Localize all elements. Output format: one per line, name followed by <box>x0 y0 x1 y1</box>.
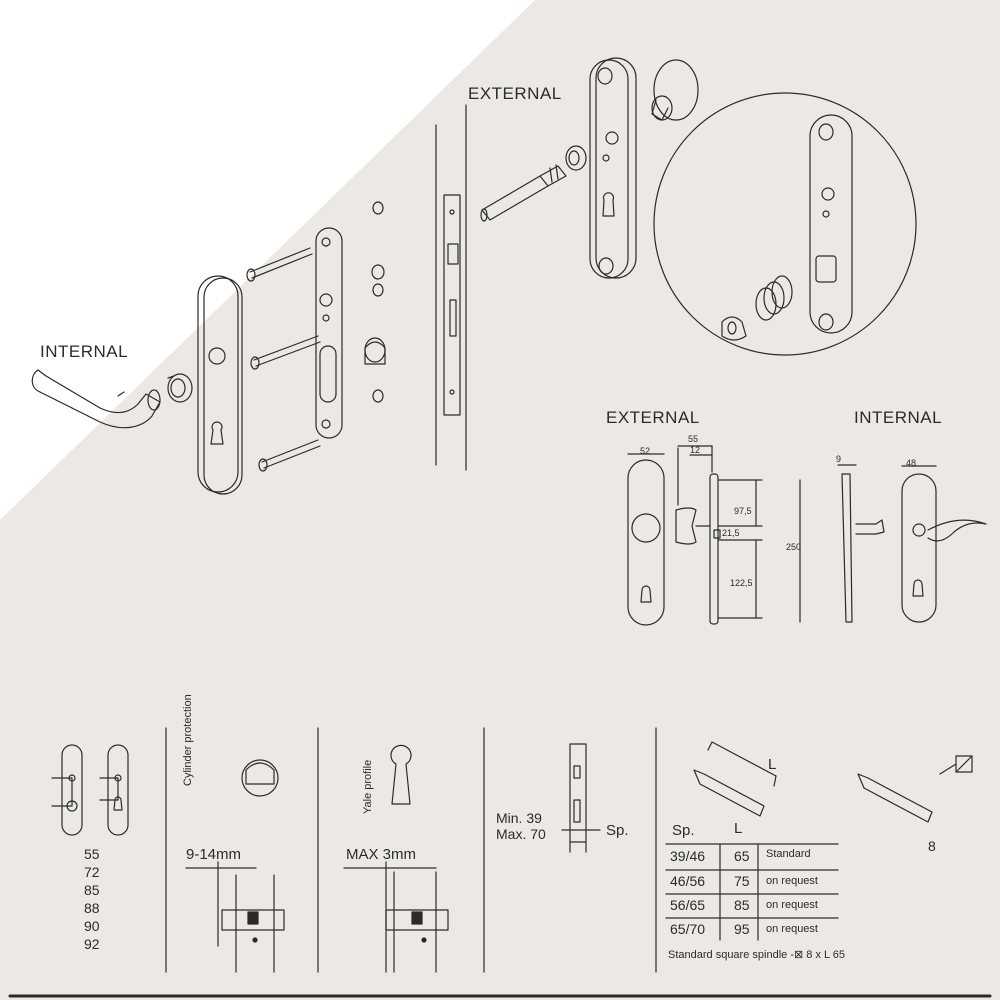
panel-dividers <box>8 727 992 998</box>
square-spindle-icon: -⊠ <box>790 949 804 961</box>
exploded-external-label: EXTERNAL <box>468 84 562 103</box>
spindle-l-label: L <box>768 756 777 773</box>
detail-circle <box>653 92 917 356</box>
door-min-label: Min. 39 <box>496 810 542 826</box>
backset-value: 85 <box>84 882 100 898</box>
table-cell-sp: 39/46 <box>670 848 706 864</box>
dim-plate-width-int: 48 <box>906 458 917 468</box>
backset-value: 88 <box>84 900 100 916</box>
dim-plate-depth: 12 <box>690 445 701 455</box>
yale-profile-label: Yale profile <box>362 759 374 814</box>
mortise-lock <box>435 104 467 471</box>
backset-plates <box>51 744 129 836</box>
int-plate-side <box>837 464 885 623</box>
dim-internal-label: INTERNAL <box>854 408 943 427</box>
table-cell-note: on request <box>766 875 818 887</box>
spindle-table-lines <box>665 843 839 941</box>
exploded-internal-label: INTERNAL <box>40 342 129 361</box>
dim-external-label: EXTERNAL <box>606 408 700 427</box>
backset-value: 72 <box>84 864 100 880</box>
counter-plate <box>315 227 343 439</box>
table-cell-sp: 56/65 <box>670 897 706 913</box>
yale-profile <box>343 744 449 973</box>
white-corner <box>0 0 535 520</box>
backset-value: 90 <box>84 918 100 934</box>
spindle-drawing <box>693 741 973 823</box>
door-sp-label: Sp. <box>606 822 629 839</box>
dim-rose-offset: 21,5 <box>722 528 740 538</box>
table-cell-l: 65 <box>734 848 750 864</box>
table-cell-l: 85 <box>734 897 750 913</box>
cylinder-rose <box>364 337 386 365</box>
spindle-square-size: 8 <box>928 838 936 854</box>
backset-value: 55 <box>84 846 100 862</box>
spindle-footer: Standard square spindle -⊠ 8 x L 65 <box>668 948 845 961</box>
backset-value: 92 <box>84 936 100 952</box>
door-max-label: Max. 70 <box>496 826 546 842</box>
table-header-sp: Sp. <box>672 822 695 839</box>
table-cell-l: 75 <box>734 873 750 889</box>
yale-max-label: MAX 3mm <box>346 846 417 863</box>
table-cell-l: 95 <box>734 921 750 937</box>
table-cell-sp: 65/70 <box>670 921 706 937</box>
knob-side <box>675 445 713 545</box>
knob-rose <box>565 145 587 171</box>
bushing <box>167 373 193 403</box>
door-holes <box>371 201 385 403</box>
cylinder-protection-label: Cylinder protection <box>182 694 194 786</box>
external-backplate <box>589 57 637 279</box>
cylinder-protection <box>185 759 285 973</box>
screws <box>246 247 321 472</box>
dim-knob-projection: 55 <box>688 434 699 444</box>
int-plate-front <box>901 465 987 623</box>
dim-plate-thickness: 9 <box>836 454 842 464</box>
table-cell-note: on request <box>766 923 818 935</box>
spindle-footer-label: Standard square spindle <box>668 949 788 961</box>
dim-height: 250 <box>786 542 802 552</box>
spindle <box>480 164 567 222</box>
ext-plate-side <box>709 473 763 625</box>
door-section <box>561 743 601 853</box>
lever-handle <box>31 369 161 429</box>
dim-plate-width-ext: 52 <box>640 446 651 456</box>
knob <box>651 59 699 121</box>
table-cell-note: Standard <box>766 848 811 860</box>
dim-spacing-bottom: 122,5 <box>730 578 753 588</box>
table-cell-note: on request <box>766 899 818 911</box>
table-header-l: L <box>734 820 743 837</box>
dim-spacing-top: 97,5 <box>734 506 752 516</box>
internal-backplate <box>197 275 243 495</box>
cylinder-range-label: 9-14mm <box>186 846 242 863</box>
spindle-footer-value: 8 x L 65 <box>806 949 845 961</box>
table-cell-sp: 46/56 <box>670 873 706 889</box>
ext-plate-front <box>627 453 665 626</box>
